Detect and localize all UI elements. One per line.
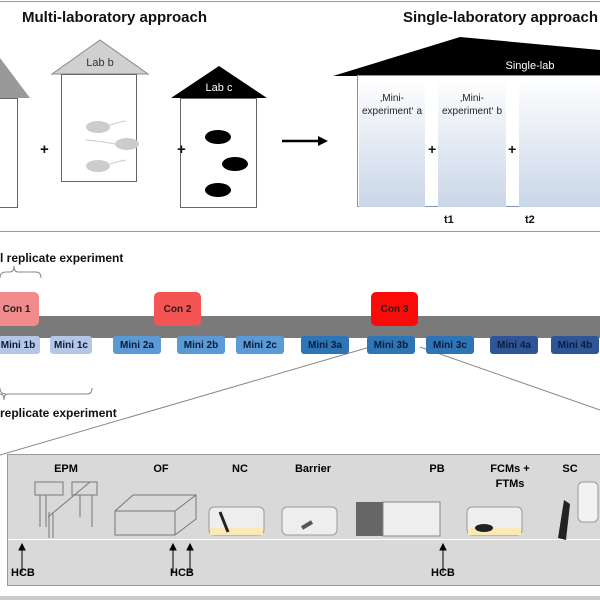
mini-experiment-3b: Mini 3b: [367, 336, 415, 354]
mouse-icon: [86, 121, 139, 172]
mini-panel-a: [359, 77, 425, 207]
test-sc: SC: [562, 463, 578, 475]
lab-c-roof: [171, 66, 267, 98]
mini-experiment-2b: Mini 2b: [177, 336, 225, 354]
mini-experiment-3a: Mini 3a: [301, 336, 349, 354]
mini-experiment-2a: Mini 2a: [113, 336, 161, 354]
epm-apparatus-icon: [34, 481, 98, 538]
zoom-line-right: [419, 346, 600, 411]
zoom-line-left: [0, 346, 371, 456]
hcb-label: HCB: [170, 567, 194, 579]
sc-bottle-icon: [558, 481, 599, 540]
time-t1: t1: [444, 214, 454, 226]
tests-illustration: [18, 481, 599, 573]
fcm-box-icon: [466, 506, 523, 536]
test-barrier: Barrier: [294, 463, 332, 475]
section-divider: [0, 231, 600, 232]
mini-experiment-1b: Mini 1b: [0, 336, 40, 354]
multi-lab-title: Multi-laboratory approach: [22, 9, 208, 26]
barrier-box-icon: [281, 506, 338, 536]
timeline-bar: [0, 316, 600, 338]
mini-experiment-4a: Mini 4a: [490, 336, 538, 354]
bottom-strip: [0, 596, 600, 600]
hcb-arrow-icon: [18, 542, 447, 573]
plus-sign: +: [428, 141, 437, 157]
bottom-brace-label: replicate experiment: [0, 406, 117, 420]
mini-experiment-4b: Mini 4b: [551, 336, 599, 354]
open-field-icon: [114, 494, 197, 536]
con-1: Con 1: [0, 292, 39, 326]
plus-sign: +: [177, 141, 186, 158]
single-lab-title: Single-laboratory approach: [402, 9, 598, 26]
plus-sign: +: [508, 141, 517, 157]
plus-sign: +: [40, 141, 49, 158]
mini-experiment-a-label: ‚Mini- experiment‘ a: [361, 93, 423, 117]
mini-experiment-b-label: ‚Mini- experiment‘ b: [441, 93, 503, 117]
hcb-label: HCB: [11, 567, 35, 579]
test-epm: EPM: [54, 463, 78, 475]
arrow-head-icon: [318, 136, 328, 146]
test-pb: PB: [429, 463, 445, 475]
con-3: Con 3: [371, 292, 418, 326]
mini-experiment-1c: Mini 1c: [50, 336, 92, 354]
top-frame-line: [0, 1, 600, 2]
place-preference-box-icon: [356, 501, 441, 537]
mini-experiment-2c: Mini 2c: [236, 336, 284, 354]
timeline-graphics: [0, 265, 600, 456]
top-brace: [0, 265, 42, 279]
single-lab-label: Single-lab: [505, 60, 555, 72]
single-lab-roof: [333, 37, 600, 76]
labs-illustration: [0, 37, 600, 146]
mini-panel-c: [519, 77, 600, 207]
nc-box-icon: [208, 506, 265, 536]
con-2: Con 2: [154, 292, 201, 326]
lab-a-roof: [0, 58, 30, 98]
hcb-label: HCB: [431, 567, 455, 579]
lab-a-box: [0, 98, 18, 208]
mouse-icon: [205, 130, 248, 197]
mini-panel-b: [438, 77, 506, 207]
top-brace-label: l replicate experiment: [0, 251, 124, 265]
mini-experiment-3c: Mini 3c: [426, 336, 474, 354]
test-fcms-ftms: FCMs + FTMs: [490, 463, 530, 490]
test-of: OF: [153, 463, 169, 475]
time-t2: t2: [525, 214, 535, 226]
tests-baseline: [8, 539, 600, 540]
lab-c-label: Lab c: [205, 82, 233, 94]
bottom-brace: [0, 387, 93, 401]
lab-b-label: Lab b: [86, 57, 114, 69]
test-nc: NC: [232, 463, 248, 475]
